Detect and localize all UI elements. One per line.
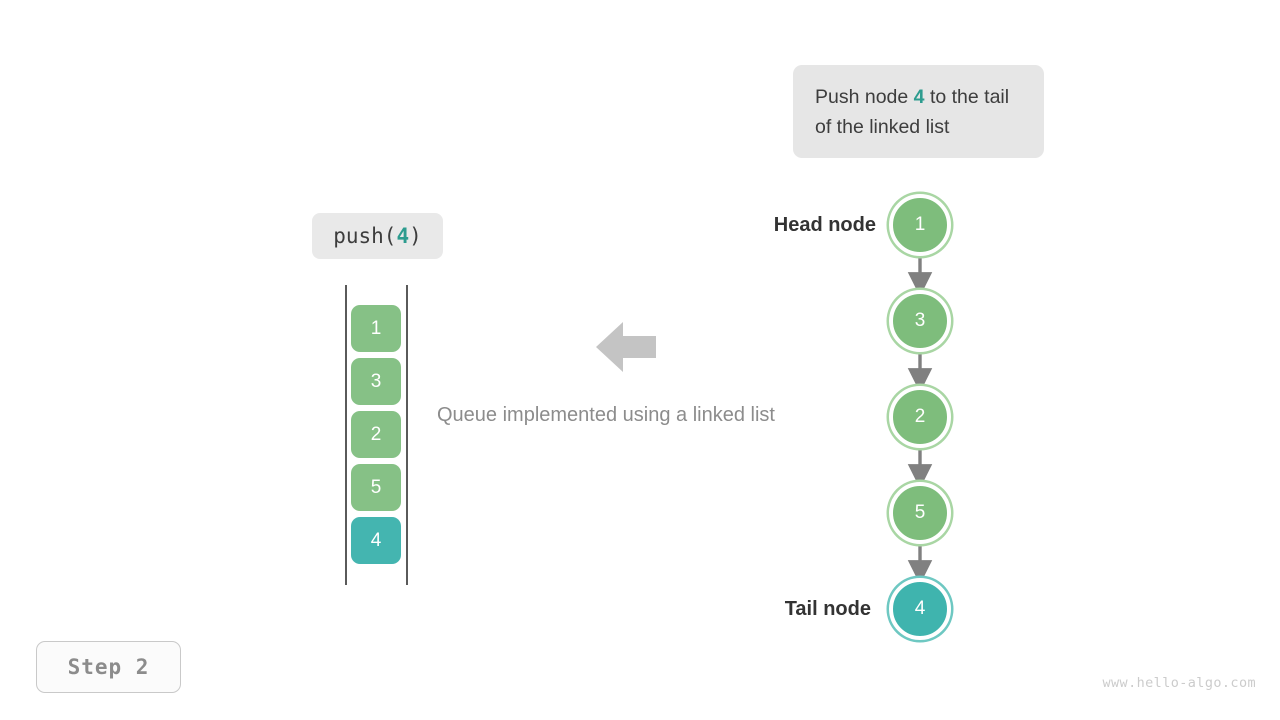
linked-list-node: 5: [889, 482, 951, 544]
description-callout: Push node 4 to the tail of the linked li…: [793, 65, 1044, 158]
tail-node-label: Tail node: [784, 598, 871, 620]
operation-label-suffix: ): [409, 224, 422, 248]
queue-cell-new: 4: [351, 517, 401, 564]
linked-list-node-head: 1: [889, 194, 951, 256]
step-badge: Step 2: [36, 641, 181, 693]
linked-list-node: 2: [889, 386, 951, 448]
linked-list-connectors: [907, 253, 933, 585]
operation-label: push(4): [312, 213, 443, 259]
queue-cell: 5: [351, 464, 401, 511]
operation-label-argument: 4: [396, 224, 410, 248]
description-highlight-value: 4: [913, 85, 925, 108]
operation-label-prefix: push(: [333, 224, 397, 248]
queue-cell: 3: [351, 358, 401, 405]
linked-list-container: 1 3 2 5 4 Head node Tail node: [740, 185, 990, 650]
description-text-after: to the tail of the linked list: [815, 85, 1010, 138]
queue-cell: 2: [351, 411, 401, 458]
queue-cell: 1: [351, 305, 401, 352]
watermark: www.hello-algo.com: [1102, 675, 1256, 691]
linked-list-node: 3: [889, 290, 951, 352]
queue-rail-left: [345, 285, 347, 585]
linked-list-node-tail: 4: [889, 578, 951, 640]
description-text: Push node 4 to the tail of the linked li…: [815, 82, 1022, 142]
left-arrow-icon: [596, 320, 656, 374]
diagram-caption: Queue implemented using a linked list: [437, 404, 775, 426]
head-node-label: Head node: [773, 214, 876, 236]
description-text-before: Push node: [815, 85, 914, 108]
queue-rail-right: [406, 285, 408, 585]
queue-container: 1 3 2 5 4: [345, 285, 409, 585]
